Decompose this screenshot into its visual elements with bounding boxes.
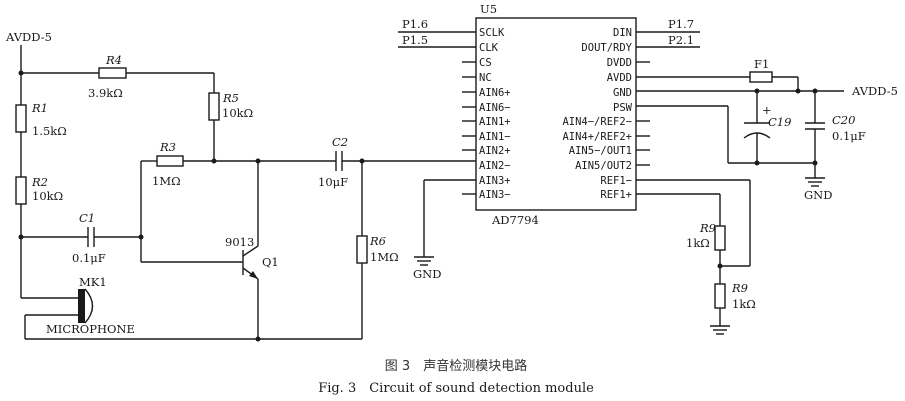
avdd-right-label: AVDD-5 [851, 84, 898, 98]
resistor-r1 [15, 104, 27, 133]
pin-cs: CS [479, 57, 492, 69]
r9-upper-ref: R9 [699, 221, 716, 235]
emitter-arrow [249, 271, 258, 279]
caption-chinese: 图 3 声音检测模块电路 [385, 358, 527, 374]
junction [754, 160, 760, 166]
pin-ain5-out1: AIN5−/OUT1 [569, 145, 632, 157]
caption-english: Fig. 3 Circuit of sound detection module [318, 381, 594, 396]
net-sclk-label: P1.6 [402, 17, 428, 31]
junction [795, 88, 801, 94]
resistor-r4 [98, 67, 127, 79]
pin-gnd: GND [613, 87, 632, 99]
pin-dvdd: DVDD [607, 57, 632, 69]
c1-ref: C1 [79, 211, 95, 225]
microphone-diaphragm [84, 288, 94, 324]
resistor-r5 [208, 92, 220, 121]
r3-value: 1MΩ [152, 174, 181, 188]
r2-value: 10kΩ [32, 189, 63, 203]
c1-value: 0.1μF [72, 251, 106, 265]
resistor-r6 [356, 235, 368, 264]
junction [138, 234, 144, 240]
pin-ref1-plus: REF1+ [600, 189, 632, 201]
junction [812, 160, 818, 166]
ic-right-pin-stubs [636, 61, 650, 166]
mk1-ref: MK1 [79, 275, 107, 289]
mk1-label: MICROPHONE [46, 322, 135, 336]
r4-value: 3.9kΩ [88, 86, 123, 100]
pin-sclk: SCLK [479, 27, 505, 39]
ic-left-pin-stubs [462, 61, 476, 195]
net-din-label: P1.7 [668, 17, 694, 31]
microphone-mk1 [78, 289, 85, 323]
fuse-f1 [749, 71, 773, 83]
pin-ain4-ref2-plus: AIN4+/REF2+ [562, 131, 632, 143]
transistor-q1-collector [242, 245, 259, 257]
c20-value: 0.1μF [832, 129, 866, 143]
pin-ain4-ref2-minus: AIN4−/REF2− [562, 116, 632, 128]
pin-ain6-plus: AIN6+ [479, 87, 511, 99]
pin-ain3-minus: AIN3− [479, 189, 511, 201]
r9-lower-value: 1kΩ [732, 297, 756, 311]
c20-ref: C20 [832, 113, 855, 127]
ic-part: AD7794 [491, 213, 539, 227]
pin-ain2-plus: AIN2+ [479, 145, 511, 157]
q1-part: 9013 [225, 235, 254, 249]
r1-ref: R1 [31, 101, 48, 115]
pin-ain3-plus: AIN3+ [479, 175, 511, 187]
power-reference-section: F1 AVDD-5 + C19 C20 0.1μF GND [636, 57, 898, 335]
r9-lower-ref: R9 [731, 281, 748, 295]
junction [717, 263, 723, 269]
resistor-r9-lower [714, 283, 726, 309]
r4-ref: R4 [105, 53, 122, 67]
avdd-left-label: AVDD-5 [5, 30, 52, 44]
amplifier-section: AVDD-5 R1 1.5kΩ R2 10kΩ C1 0.1μF MK1 MIC… [5, 30, 476, 342]
r9-upper-value: 1kΩ [686, 236, 710, 250]
c2-value: 10μF [318, 175, 348, 189]
ic-ref: U5 [480, 2, 497, 16]
c2-ref: C2 [332, 135, 348, 149]
pin-avdd: AVDD [607, 72, 632, 84]
pin-ain5-out2: AIN5/OUT2 [575, 160, 632, 172]
pin-din: DIN [613, 27, 632, 39]
r3-ref: R3 [159, 140, 176, 154]
f1-ref: F1 [754, 57, 769, 71]
r6-ref: R6 [369, 234, 386, 248]
pin-dout-rdy: DOUT/RDY [581, 42, 632, 54]
r5-value: 10kΩ [222, 106, 253, 120]
ad7794-ic: U5 AD7794 SCLK CLK CS NC AIN6+ AIN6− AIN [398, 2, 700, 281]
c19-ref: C19 [768, 115, 791, 129]
pin-ain6-minus: AIN6− [479, 102, 511, 114]
ground-right-label: GND [804, 188, 832, 202]
pin-psw: PSW [613, 102, 633, 114]
q1-ref: Q1 [262, 255, 279, 269]
resistor-r3 [156, 155, 184, 167]
pin-nc: NC [479, 72, 492, 84]
r2-ref: R2 [31, 175, 48, 189]
r6-value: 1MΩ [370, 250, 399, 264]
pin-ain1-minus: AIN1− [479, 131, 511, 143]
resistor-r2 [15, 176, 27, 205]
c19-polarity-mark: + [762, 103, 772, 117]
ic-body [475, 17, 637, 211]
pin-clk: CLK [479, 42, 499, 54]
junction [211, 158, 217, 164]
r5-ref: R5 [222, 91, 239, 105]
r1-value: 1.5kΩ [32, 124, 67, 138]
pin-ref1-minus: REF1− [600, 175, 632, 187]
ground-left-label: GND [413, 267, 441, 281]
pin-ain1-plus: AIN1+ [479, 116, 511, 128]
net-dout-label: P2.1 [668, 33, 694, 47]
net-clk-label: P1.5 [402, 33, 428, 47]
pin-ain2-minus: AIN2− [479, 160, 511, 172]
resistor-r9-upper [714, 225, 726, 251]
